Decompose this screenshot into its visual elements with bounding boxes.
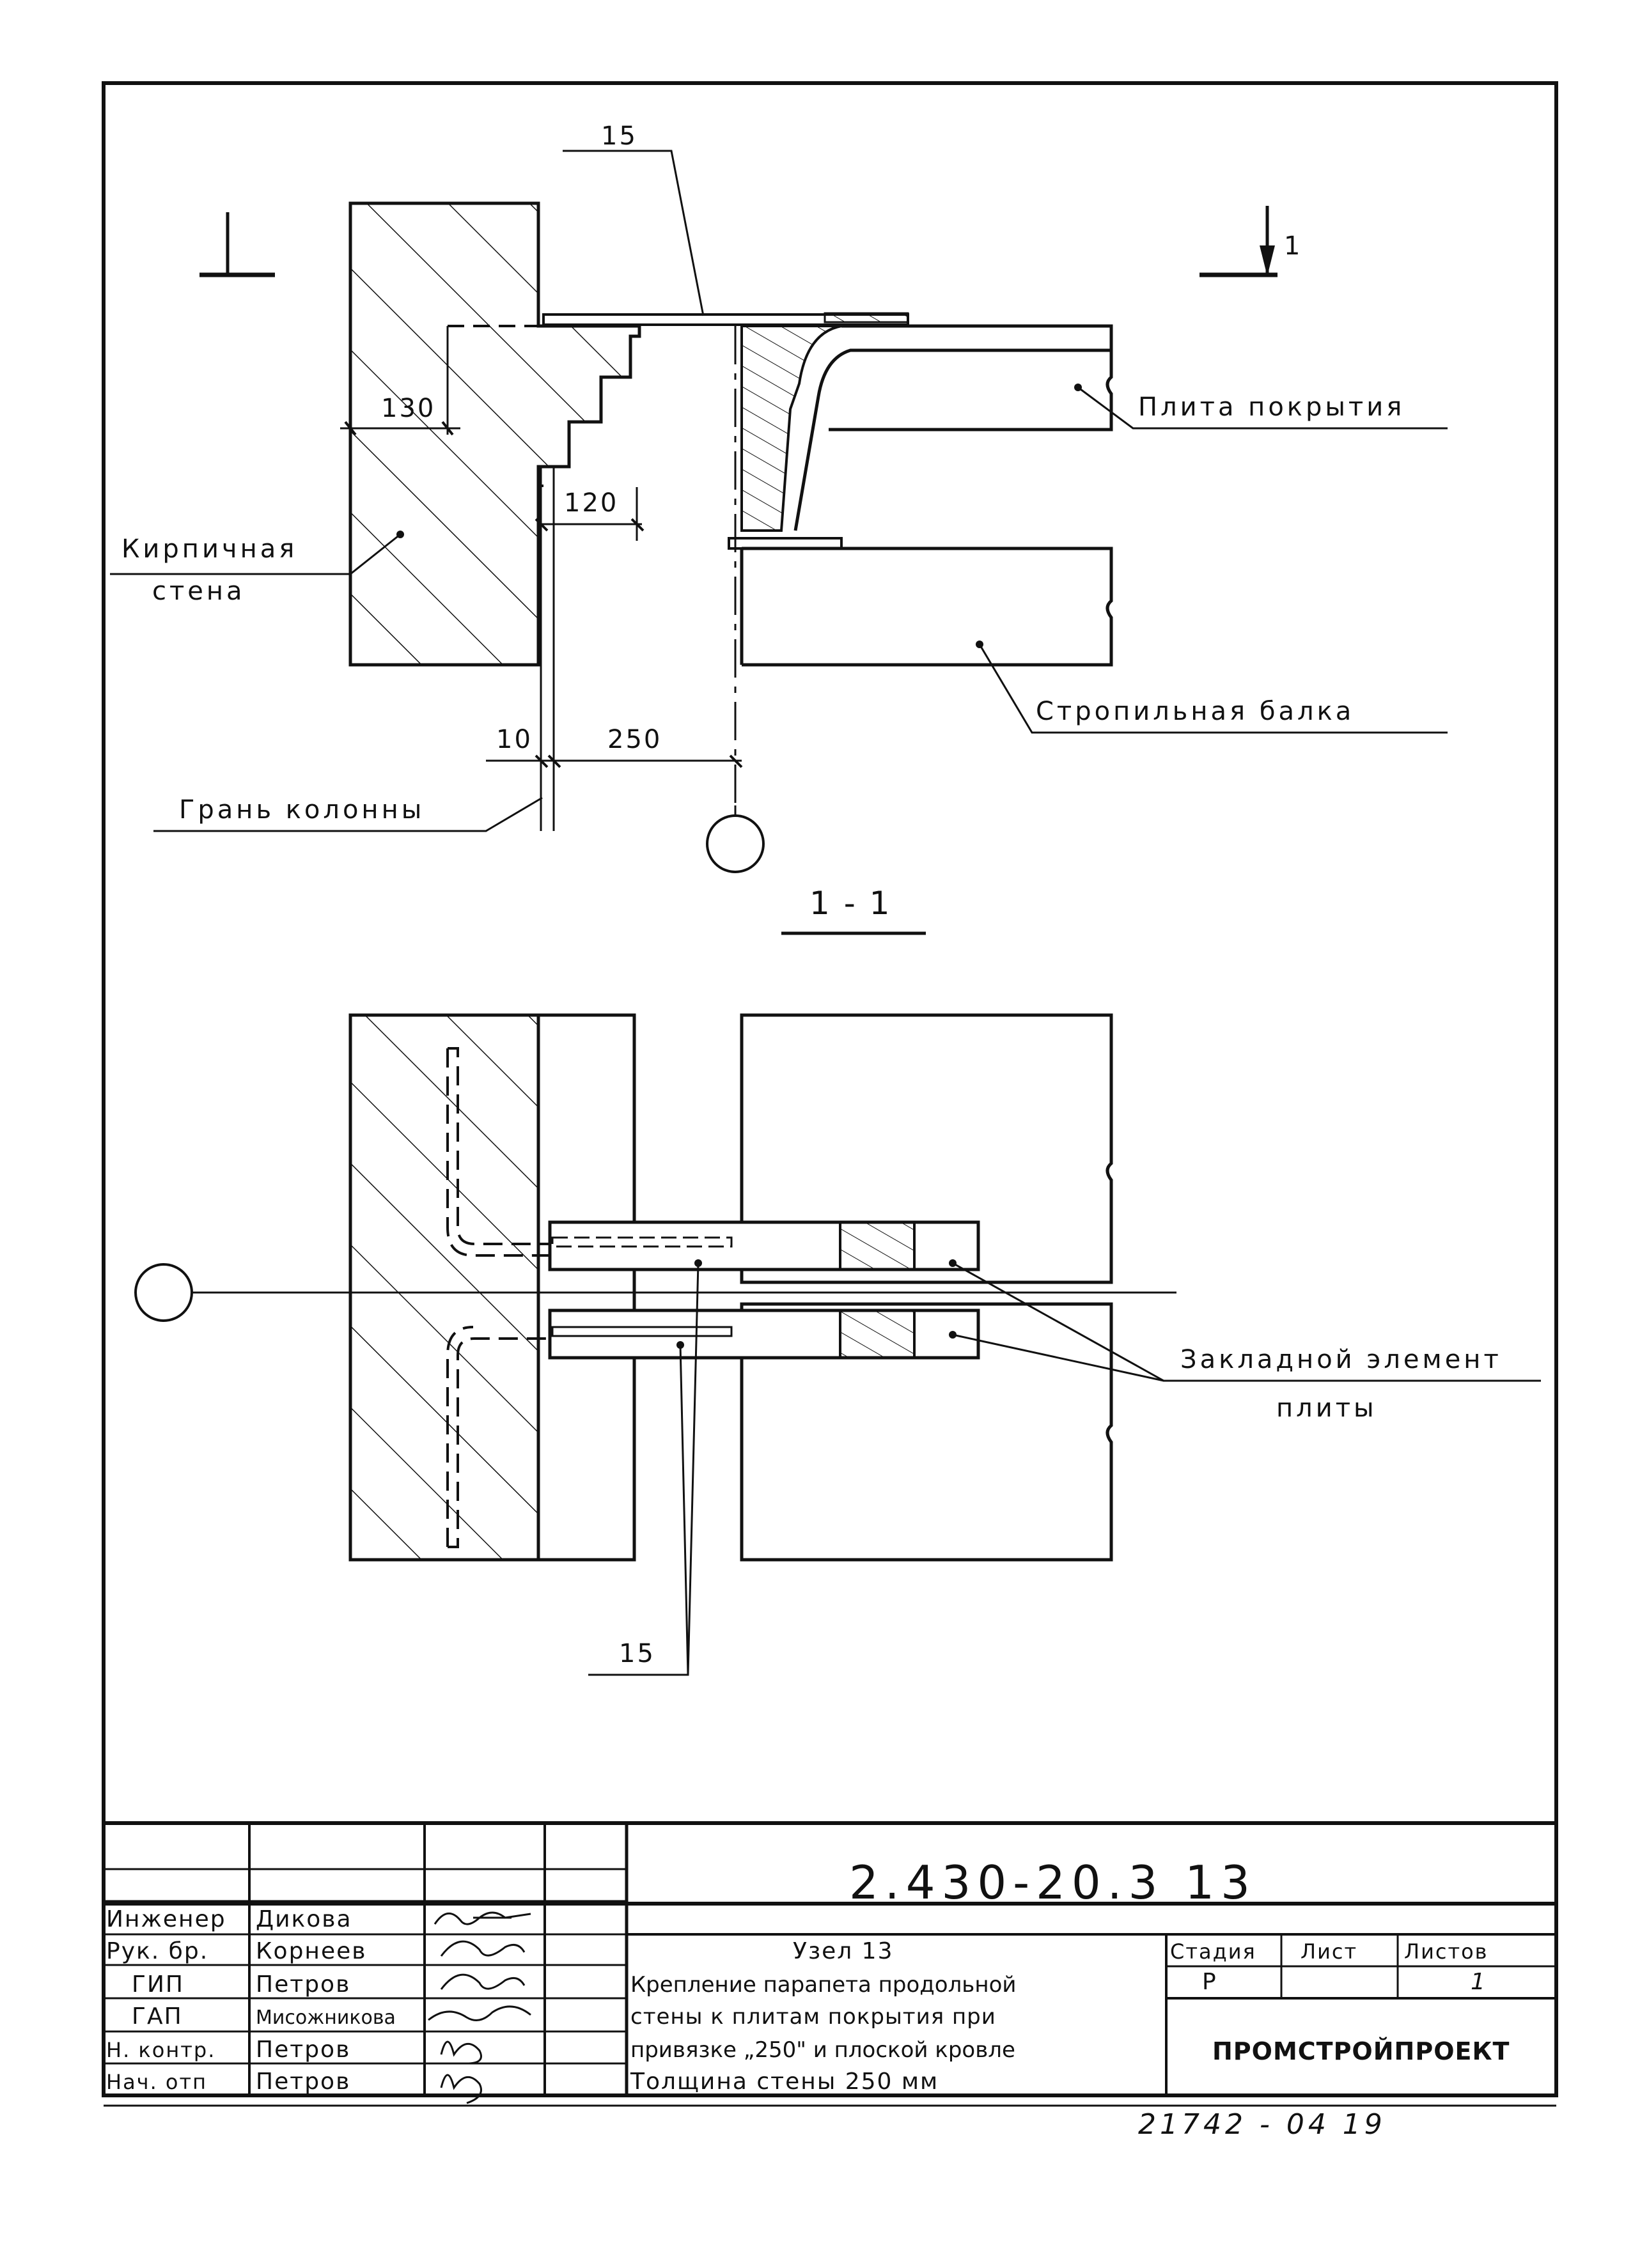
role-5: Нач. отп (106, 2070, 207, 2094)
slab-plan-lower (740, 1302, 1113, 1562)
label-brick-wall-2: стена (152, 577, 246, 606)
dim-130: 130 (381, 394, 435, 423)
dimension-120 (535, 487, 645, 541)
title-line-0: Узел 13 (793, 1938, 894, 1964)
section-mark-right (1199, 206, 1277, 277)
name-3: Мисожникова (256, 2007, 396, 2029)
name-0: Дикова (256, 1906, 352, 1932)
brick-wall-plan (348, 1013, 540, 1562)
dimension-130 (340, 421, 460, 436)
dimension-10-250 (486, 754, 743, 768)
mark-15-bottom: 15 (619, 1639, 655, 1668)
sheets-value: 1 (1471, 1969, 1487, 1995)
rafter-beam (728, 537, 1113, 667)
name-5: Петров (256, 2069, 350, 2095)
name-2: Петров (256, 1971, 350, 1998)
leader-column-face (153, 796, 543, 832)
sheet-frame (102, 81, 1558, 1906)
stage-header: Стадия (1170, 1939, 1256, 1964)
title-line-3: привязке „250" и плоской кровле (630, 2037, 1015, 2063)
roof-slab (793, 324, 1113, 531)
label-rafter-beam: Стропильная балка (1036, 697, 1354, 726)
leader-15-top (563, 150, 705, 316)
title-line-4: Толщина стены 250 мм (630, 2069, 939, 2095)
concrete-infill (740, 325, 842, 532)
role-3: ГАП (132, 2003, 183, 2030)
dim-250: 250 (607, 725, 662, 754)
section-1-1 (134, 1013, 1541, 1676)
role-1: Рук. бр. (106, 1938, 208, 1964)
mark-15-top: 15 (601, 121, 637, 151)
dim-120: 120 (564, 488, 618, 518)
leader-plate (1077, 386, 1448, 430)
title-block (102, 1821, 1558, 2097)
role-4: Н. контр. (106, 2038, 215, 2062)
leader-brick-wall (110, 533, 401, 575)
leader-rafter (978, 644, 1448, 734)
role-0: Инженер (106, 1906, 226, 1932)
title-line-2: стены к плитам покрытия при (630, 2004, 996, 2030)
sheet-header: Лист (1301, 1939, 1357, 1964)
label-column-face: Грань колонны (179, 795, 425, 825)
sheets-header: Листов (1404, 1939, 1488, 1964)
name-1: Корнеев (256, 1938, 367, 1964)
section-mark-number: 1 (1284, 231, 1302, 261)
archive-number: 21742 - 04 19 (1138, 2108, 1386, 2141)
axis-bubble-left (134, 1263, 193, 1322)
axis-bubble-top (706, 814, 765, 873)
role-2: ГИП (132, 1971, 184, 1998)
title-line-1: Крепление парапета продольной (630, 1972, 1016, 1998)
label-brick-wall-1: Кирпичная (121, 534, 297, 564)
section-title: 1 - 1 (809, 885, 891, 922)
label-embedded-2: плиты (1276, 1394, 1377, 1423)
signatures (428, 1911, 531, 2104)
elevation-view (110, 150, 1448, 873)
brick-wall (348, 201, 641, 667)
slab-plan-upper (740, 1013, 1113, 1284)
doc-code: 2.430-20.3 13 (849, 1856, 1256, 1909)
organization: ПРОМСТРОЙПРОЕКТ (1212, 2037, 1510, 2065)
label-embedded-1: Закладной элемент (1180, 1345, 1502, 1374)
dim-10: 10 (496, 725, 533, 754)
label-plate: Плита покрытия (1138, 392, 1405, 422)
name-4: Петров (256, 2037, 350, 2063)
stage-value: Р (1202, 1969, 1217, 1995)
section-mark-left (199, 212, 275, 277)
